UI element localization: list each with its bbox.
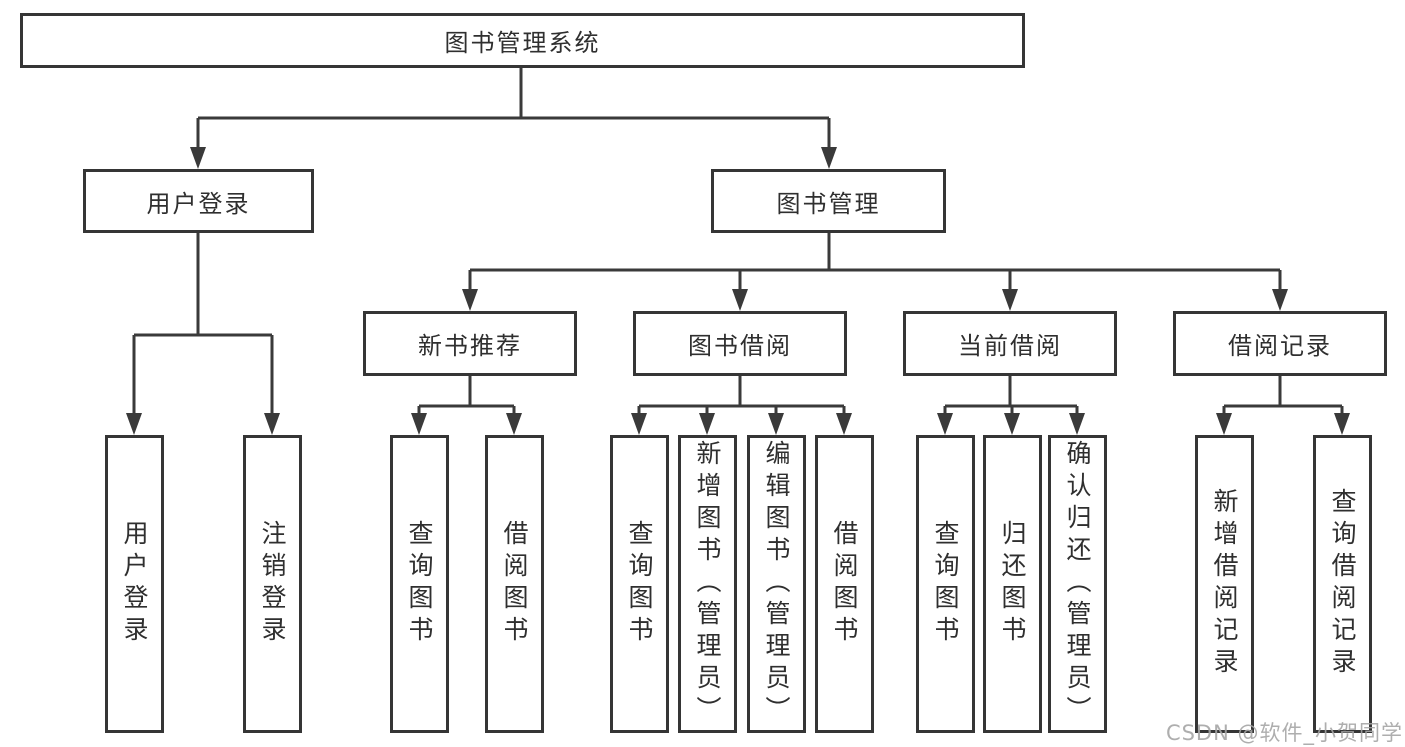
leaf-logout-label: 注销登录 — [258, 520, 287, 648]
leaf-edit-book-admin: 编辑图书（管理员） — [747, 435, 806, 733]
node-current-borrowing: 当前借阅 — [903, 311, 1117, 376]
leaf-borrow-books-borrowing: 借阅图书 — [815, 435, 874, 733]
leaf-add-book-admin-label: 新增图书（管理员） — [693, 440, 722, 728]
leaf-borrow-books-borrowing-label: 借阅图书 — [830, 520, 859, 648]
node-root: 图书管理系统 — [20, 13, 1025, 68]
node-book-borrowing: 图书借阅 — [633, 311, 847, 376]
leaf-confirm-return-admin-label: 确认归还（管理员） — [1063, 440, 1092, 728]
leaf-logout: 注销登录 — [243, 435, 302, 733]
leaf-query-books-recommend: 查询图书 — [390, 435, 449, 733]
leaf-query-books-recommend-label: 查询图书 — [405, 520, 434, 648]
leaf-borrow-books-recommend: 借阅图书 — [485, 435, 544, 733]
watermark: CSDN @软件_小贺同学 — [1165, 721, 1403, 745]
leaf-edit-book-admin-label: 编辑图书（管理员） — [762, 440, 791, 728]
node-book-management: 图书管理 — [711, 169, 946, 233]
leaf-user-login: 用户登录 — [105, 435, 164, 733]
leaf-return-book-label: 归还图书 — [998, 520, 1027, 648]
leaf-add-book-admin: 新增图书（管理员） — [678, 435, 737, 733]
node-current-borrowing-label: 当前借阅 — [958, 332, 1062, 360]
leaf-query-books-borrowing: 查询图书 — [610, 435, 669, 733]
node-borrowing-records: 借阅记录 — [1173, 311, 1387, 376]
leaf-query-borrow-record-label: 查询借阅记录 — [1328, 488, 1357, 680]
leaf-confirm-return-admin: 确认归还（管理员） — [1048, 435, 1107, 733]
node-root-label: 图书管理系统 — [444, 29, 601, 57]
leaf-query-books-current-label: 查询图书 — [931, 520, 960, 648]
node-book-borrowing-label: 图书借阅 — [688, 332, 792, 360]
leaf-borrow-books-recommend-label: 借阅图书 — [500, 520, 529, 648]
leaf-return-book: 归还图书 — [983, 435, 1042, 733]
leaf-user-login-label: 用户登录 — [120, 520, 149, 648]
node-new-book-recommend-label: 新书推荐 — [418, 332, 522, 360]
leaf-query-borrow-record: 查询借阅记录 — [1313, 435, 1372, 733]
node-user-login: 用户登录 — [83, 169, 314, 233]
node-user-login-label: 用户登录 — [146, 189, 251, 218]
node-new-book-recommend: 新书推荐 — [363, 311, 577, 376]
leaf-query-books-borrowing-label: 查询图书 — [625, 520, 654, 648]
node-borrowing-records-label: 借阅记录 — [1228, 332, 1332, 360]
node-book-management-label: 图书管理 — [776, 189, 881, 218]
leaf-add-borrow-record-label: 新增借阅记录 — [1210, 488, 1239, 680]
leaf-query-books-current: 查询图书 — [916, 435, 975, 733]
leaf-add-borrow-record: 新增借阅记录 — [1195, 435, 1254, 733]
